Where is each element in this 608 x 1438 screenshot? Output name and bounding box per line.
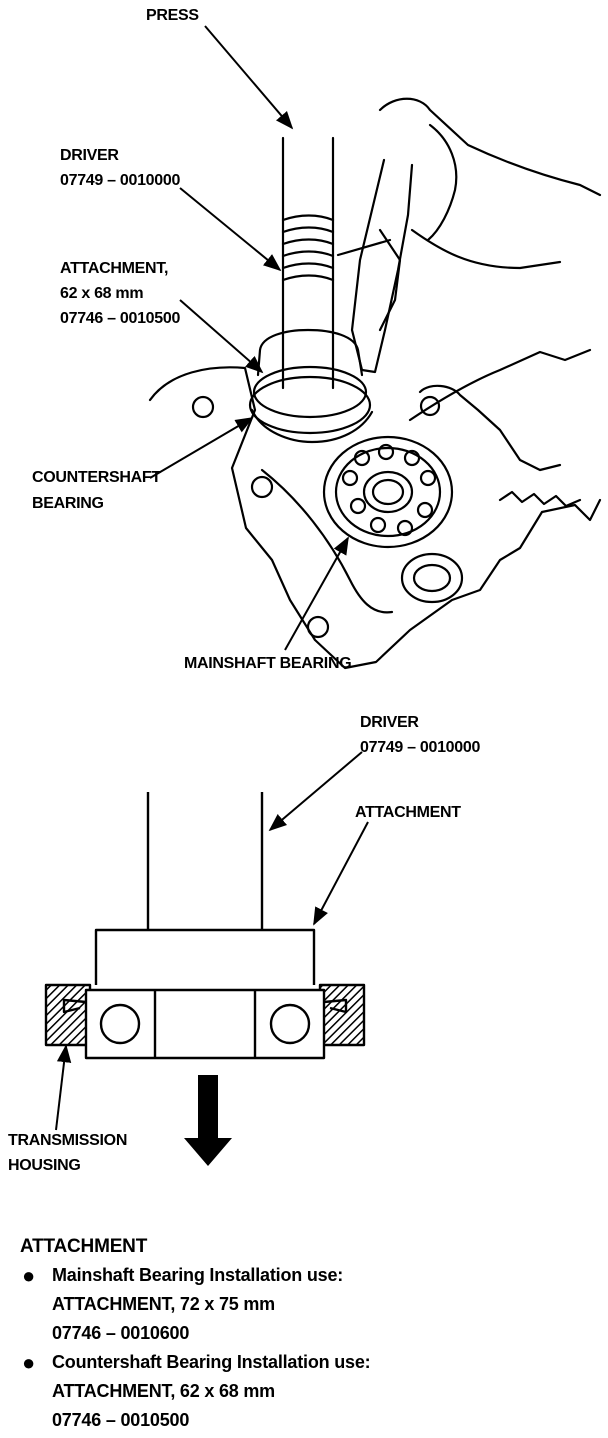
label-attachment-name: ATTACHMENT, (60, 260, 168, 277)
bearing-ball (396, 519, 414, 537)
attachment-rim (252, 365, 368, 419)
press-direction-arrow (184, 1075, 232, 1166)
bearing-ball (419, 469, 437, 487)
leader-driver (179, 187, 282, 272)
driver-knurl (281, 214, 335, 282)
housing-bore-inner (412, 563, 452, 593)
bolt-hole (306, 615, 330, 639)
bullet-icon: ● (22, 1350, 36, 1375)
bearing-ball (416, 501, 434, 519)
bearing-seal-left (62, 998, 87, 1014)
bearing-ball (349, 497, 367, 515)
note-line: ATTACHMENT, 72 x 75 mm (52, 1294, 275, 1314)
mainshaft-bearing-bore (371, 478, 405, 506)
hand-finger (410, 228, 562, 270)
label-bottom-driver-name: DRIVER (360, 714, 419, 731)
leader-mainshaft (284, 536, 349, 651)
bolt-hole (250, 475, 274, 499)
bearing-ball (369, 516, 387, 534)
hand-finger (426, 123, 458, 242)
label-driver-part: 07749 – 0010000 (60, 172, 180, 189)
countershaft-bearing-edge (250, 408, 374, 444)
note-item-countershaft: ● Countershaft Bearing Installation use:… (20, 1348, 590, 1435)
bolt-hole (191, 395, 215, 419)
bearing-ball (377, 443, 395, 461)
bearing-ball (403, 449, 421, 467)
top-leaders (149, 25, 349, 651)
bullet-icon: ● (22, 1263, 36, 1288)
attachment-notes: ATTACHMENT ● Mainshaft Bearing Installat… (20, 1232, 590, 1435)
label-attachment-size: 62 x 68 mm (60, 285, 143, 302)
bearing-ball-left (99, 1003, 141, 1045)
top-illustration (148, 97, 602, 670)
tool-handle (350, 158, 414, 374)
housing-bore (400, 552, 464, 604)
label-housing-1: TRANSMISSION (8, 1132, 127, 1149)
mainshaft-bearing-inner (362, 470, 414, 514)
leader-attachment (179, 299, 264, 374)
housing-right-hatch (318, 983, 366, 1047)
note-line: Countershaft Bearing Installation use: (52, 1352, 371, 1372)
leader-press (204, 25, 294, 130)
note-line: ATTACHMENT, 62 x 68 mm (52, 1381, 275, 1401)
bolt-hole (419, 395, 441, 417)
note-item-mainshaft: ● Mainshaft Bearing Installation use: AT… (20, 1261, 590, 1348)
label-bottom-attachment: ATTACHMENT (355, 804, 461, 821)
bearing-outer-race (84, 988, 326, 1060)
note-line: 07746 – 0010600 (52, 1323, 190, 1343)
leader-countershaft (149, 417, 254, 479)
attachment-profile (94, 928, 316, 985)
label-mainshaft: MAINSHAFT BEARING (184, 655, 351, 672)
hand (378, 97, 602, 197)
label-press: PRESS (146, 7, 199, 24)
bearing-ball (341, 469, 359, 487)
housing-rib (418, 384, 562, 472)
leader-bottom-housing (55, 1044, 72, 1131)
tool-line (336, 238, 392, 257)
mainshaft-bearing-outer (322, 435, 454, 549)
note-line: 07746 – 0010500 (52, 1410, 190, 1430)
attachment-body (256, 328, 364, 377)
label-driver-name: DRIVER (60, 147, 119, 164)
bottom-leaders (55, 751, 369, 1131)
label-countershaft-2: BEARING (32, 495, 104, 512)
housing-gear-edge (498, 490, 582, 508)
bearing-ball (353, 449, 371, 467)
label-attachment-part: 07746 – 0010500 (60, 310, 180, 327)
leader-bottom-driver (268, 751, 363, 832)
label-countershaft-1: COUNTERSHAFT (32, 469, 161, 486)
bearing-ball-right (269, 1003, 311, 1045)
label-housing-2: HOUSING (8, 1157, 81, 1174)
bottom-illustration (44, 792, 366, 1060)
leader-bottom-attachment (313, 821, 369, 926)
diagram-canvas: PRESS DRIVER 07749 – 0010000 ATTACHMENT,… (8, 7, 602, 1174)
mainshaft-bearing-race (334, 446, 442, 538)
bearing-seal-right (323, 998, 348, 1014)
notes-heading: ATTACHMENT (20, 1236, 148, 1257)
note-line: Mainshaft Bearing Installation use: (52, 1265, 344, 1285)
tool-jaw (378, 228, 402, 332)
housing-left-hatch (44, 983, 92, 1047)
housing-outline (148, 366, 602, 670)
attachment-rim-lower (248, 375, 372, 435)
label-bottom-driver-part: 07749 – 0010000 (360, 739, 480, 756)
housing-inner (260, 468, 394, 614)
